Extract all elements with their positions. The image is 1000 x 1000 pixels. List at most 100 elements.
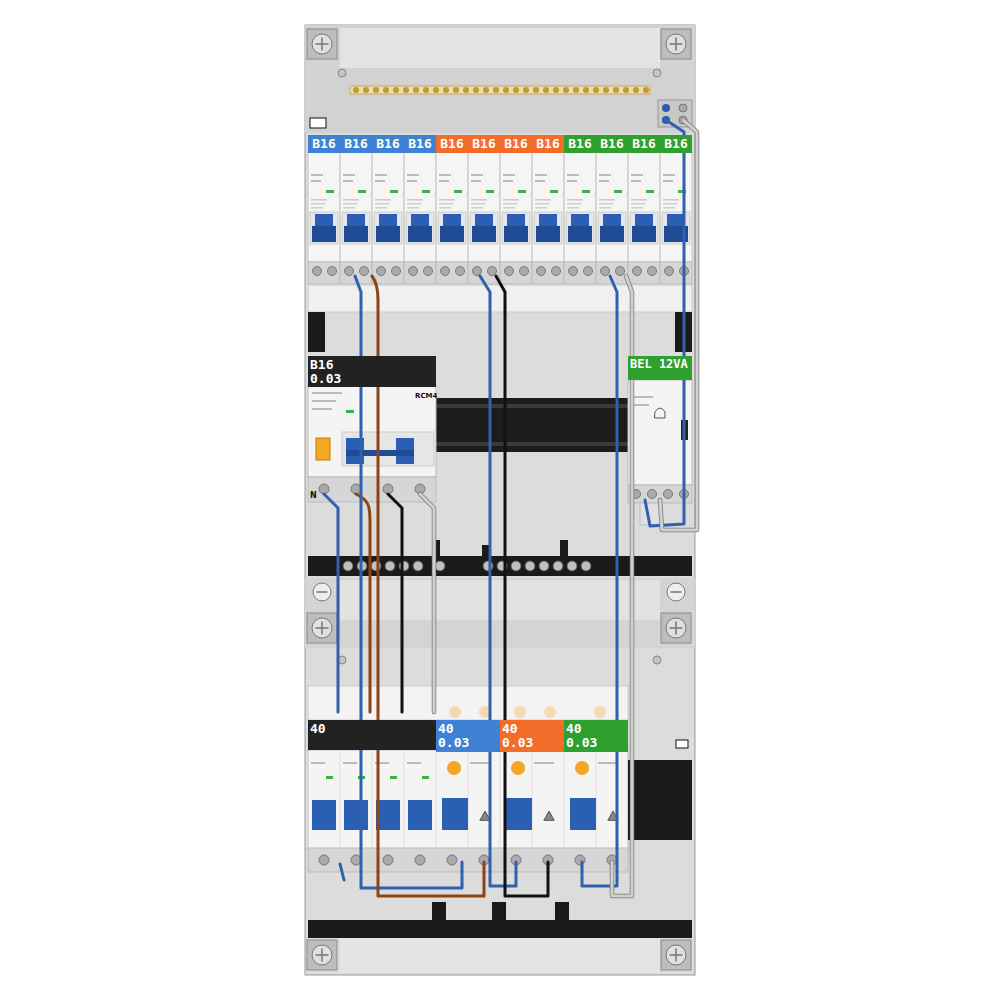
- print-line: [631, 199, 647, 201]
- busbar-screw: [623, 87, 629, 93]
- busbar-screw: [563, 87, 569, 93]
- breaker-handle: [536, 226, 560, 242]
- busbar-screw: [567, 561, 577, 571]
- main-switch-label: 40: [308, 720, 436, 750]
- rating-text: B16: [374, 137, 402, 151]
- status-window: [422, 776, 429, 779]
- print-line: [312, 392, 342, 394]
- busbar-screw: [393, 87, 399, 93]
- print-line: [407, 203, 421, 205]
- busbar-screw: [443, 87, 449, 93]
- terminal-screw: [441, 267, 450, 276]
- busbar-screw: [433, 87, 439, 93]
- breaker-body: [532, 152, 564, 262]
- rating-text: 40 0.03: [566, 722, 597, 749]
- top-cover: [305, 25, 695, 133]
- transformer-label: BEL 12VA: [628, 356, 692, 380]
- breaker-body: [564, 152, 596, 262]
- middle-cover: [305, 578, 695, 648]
- terminal-screw: [456, 267, 465, 276]
- print-line: [439, 180, 449, 182]
- busbar-screw: [533, 87, 539, 93]
- print-line: [343, 180, 353, 182]
- breaker-body: [596, 152, 628, 262]
- breaker-handle: [539, 214, 557, 226]
- corner-screw: [312, 618, 332, 638]
- handle-housing: [374, 212, 402, 244]
- wire: [324, 494, 338, 712]
- print-line: [503, 180, 513, 182]
- wire: [660, 120, 697, 530]
- handle-housing: [438, 212, 466, 244]
- print-line: [311, 203, 325, 205]
- breaker-handle: [347, 214, 365, 226]
- breaker-handle: [667, 214, 685, 226]
- breaker-handle: [504, 226, 528, 242]
- print-line: [375, 180, 385, 182]
- terminal-screw: [424, 267, 433, 276]
- print-line: [343, 203, 357, 205]
- terminal-screw: [345, 267, 354, 276]
- print-line: [535, 207, 547, 209]
- rating-label: B16: [436, 135, 468, 153]
- wire-outline: [660, 120, 697, 530]
- print-line: [599, 180, 609, 182]
- busbar-screw: [539, 561, 549, 571]
- terminal-screw: [319, 855, 329, 865]
- rating-text: B16 0.03: [310, 358, 341, 385]
- handle-housing: [662, 212, 690, 244]
- print-line: [599, 207, 611, 209]
- breaker-body: [468, 152, 500, 262]
- corner-bracket: [661, 613, 691, 643]
- status-window: [390, 776, 397, 779]
- busbar-screw: [525, 561, 535, 571]
- top-cover-face: [340, 28, 660, 68]
- terminal-screw: [633, 267, 642, 276]
- corner-screw: [666, 618, 686, 638]
- terminal-strip: [404, 262, 436, 284]
- cover-band: [308, 285, 692, 312]
- print-line: [535, 174, 547, 176]
- switch-handle: [344, 800, 368, 830]
- middle-cover-face: [340, 580, 660, 620]
- screw-slot: [670, 949, 682, 961]
- print-line: [471, 199, 487, 201]
- print-line: [470, 762, 490, 764]
- print-line: [471, 174, 483, 176]
- terminal-strip: [660, 262, 692, 284]
- terminal-screw: [584, 267, 593, 276]
- corner-screw: [312, 945, 332, 965]
- breaker-handle: [411, 214, 429, 226]
- print-line: [439, 199, 455, 201]
- rating-text: B16: [310, 137, 338, 151]
- terminal-screw: [569, 267, 578, 276]
- breaker-handle: [472, 226, 496, 242]
- rating-text: B16: [342, 137, 370, 151]
- terminal-grey: [679, 104, 687, 112]
- pole-divider: [308, 752, 309, 848]
- rating-text: B16: [470, 137, 498, 151]
- handle-housing: [566, 212, 594, 244]
- print-line: [535, 180, 545, 182]
- corner-bracket: [307, 29, 337, 59]
- busbar-screw: [363, 87, 369, 93]
- screw-slot: [316, 38, 328, 50]
- print-line: [375, 203, 389, 205]
- print-line: [503, 174, 515, 176]
- bottom-rail: [308, 920, 692, 938]
- breaker-handle: [632, 226, 656, 242]
- status-window: [422, 190, 430, 193]
- status-window: [486, 190, 494, 193]
- rcbo-label: B16 0.03: [308, 356, 436, 387]
- print-line: [633, 396, 653, 398]
- status-window: [358, 190, 366, 193]
- busbar-screw: [583, 87, 589, 93]
- device-body: [308, 750, 628, 850]
- rcd-handle: [570, 798, 596, 830]
- print-line: [631, 203, 645, 205]
- print-line: [663, 199, 679, 201]
- busbar-screw: [511, 561, 521, 571]
- terminal-screw: [360, 267, 369, 276]
- rating-label: B16: [308, 135, 340, 153]
- busbar-screw: [613, 87, 619, 93]
